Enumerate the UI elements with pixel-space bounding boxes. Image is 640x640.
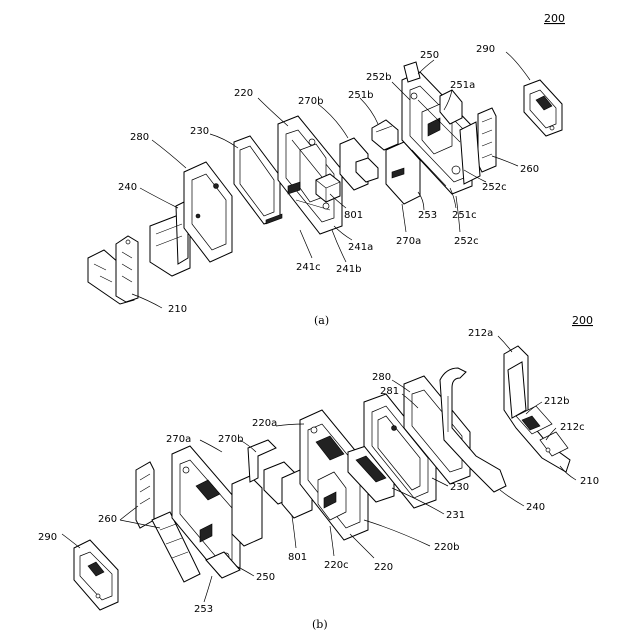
label-212c-b: 212c bbox=[560, 422, 585, 433]
label-230-a: 230 bbox=[190, 126, 209, 137]
label-270a-b: 270a bbox=[166, 434, 191, 445]
part-210-bracket-b bbox=[504, 346, 570, 472]
part-290-board-b bbox=[74, 540, 118, 610]
label-252c-a-2: 252c bbox=[454, 236, 479, 247]
label-220c-b: 220c bbox=[324, 560, 349, 571]
label-210-b: 210 bbox=[580, 476, 599, 487]
label-250-b: 250 bbox=[256, 572, 275, 583]
caption-a: (a) bbox=[314, 314, 329, 327]
label-290-b: 290 bbox=[38, 532, 57, 543]
figure-number-b: 200 bbox=[572, 314, 593, 327]
label-290-a: 290 bbox=[476, 44, 495, 55]
part-230-plate-a bbox=[234, 136, 282, 224]
label-212b-b: 212b bbox=[544, 396, 569, 407]
label-253-a: 253 bbox=[418, 210, 437, 221]
part-290-board-a bbox=[524, 80, 562, 136]
part-210-bracket-a bbox=[88, 236, 138, 304]
label-270b-b: 270b bbox=[218, 434, 243, 445]
view-a: 200 bbox=[88, 12, 565, 327]
label-253-b: 253 bbox=[194, 604, 213, 615]
label-280-b: 280 bbox=[372, 372, 391, 383]
label-801-a: 801 bbox=[344, 210, 363, 221]
part-280-frame-a bbox=[184, 162, 232, 262]
label-250-a: 250 bbox=[420, 50, 439, 61]
label-240-a: 240 bbox=[118, 182, 137, 193]
label-241b-a: 241b bbox=[336, 264, 361, 275]
label-231-b: 231 bbox=[446, 510, 465, 521]
label-230-b: 230 bbox=[450, 482, 469, 493]
label-241c-a: 241c bbox=[296, 262, 321, 273]
label-251b-a: 251b bbox=[348, 90, 373, 101]
label-251a-a: 251a bbox=[450, 80, 475, 91]
label-801-b: 801 bbox=[288, 552, 307, 563]
caption-b: (b) bbox=[312, 618, 328, 631]
label-270b-a: 270b bbox=[298, 96, 323, 107]
label-270a-a: 270a bbox=[396, 236, 421, 247]
part-251b-flex-a bbox=[372, 120, 398, 150]
label-210-a: 210 bbox=[168, 304, 187, 315]
label-220-a: 220 bbox=[234, 88, 253, 99]
figure-number-a: 200 bbox=[544, 12, 565, 25]
label-260-a: 260 bbox=[520, 164, 539, 175]
label-220-b: 220 bbox=[374, 562, 393, 573]
label-241a-a: 241a bbox=[348, 242, 373, 253]
label-220b-b: 220b bbox=[434, 542, 459, 553]
label-252c-a-1: 252c bbox=[482, 182, 507, 193]
part-270b-flex-a bbox=[340, 138, 378, 190]
label-281-b: 281 bbox=[380, 386, 399, 397]
label-260-b: 260 bbox=[98, 514, 117, 525]
label-251c-a: 251c bbox=[452, 210, 477, 221]
label-240-b: 240 bbox=[526, 502, 545, 513]
label-220a-b: 220a bbox=[252, 418, 277, 429]
label-280-a: 280 bbox=[130, 132, 149, 143]
view-b: 200 bbox=[38, 314, 599, 631]
label-212a-b: 212a bbox=[468, 328, 493, 339]
part-220-main-frame-a bbox=[278, 116, 342, 234]
label-252b-a: 252b bbox=[366, 72, 391, 83]
